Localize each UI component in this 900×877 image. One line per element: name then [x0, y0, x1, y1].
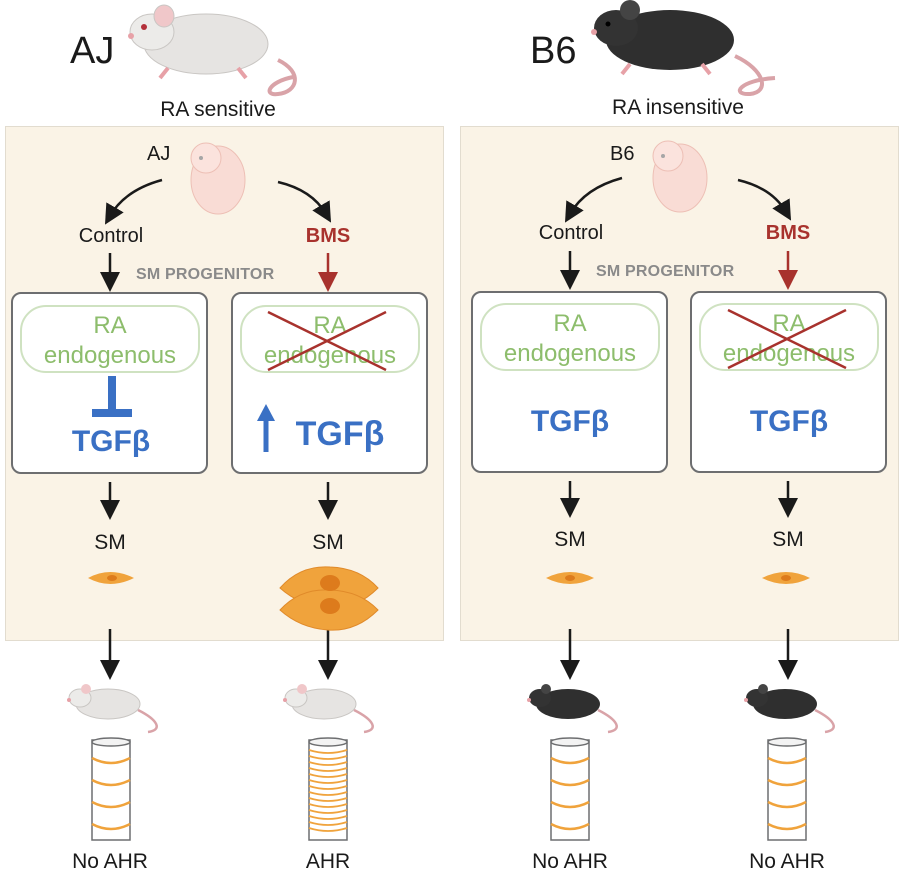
- aj-embryo-label: AJ: [147, 143, 171, 165]
- endogenous-label: endogenous: [43, 342, 177, 369]
- airway-normal-icon: [91, 737, 131, 841]
- aj-progenitor-label: SM PROGENITOR: [136, 266, 275, 283]
- aj-outcome-bms: AHR: [305, 850, 351, 873]
- ra-label: RA: [553, 310, 587, 337]
- aj-control-tgf-label: TGFβ: [71, 425, 151, 458]
- white-mouse-icon: [128, 4, 297, 97]
- airway-normal-icon: [767, 737, 807, 841]
- b6-subtitle: RA insensitive: [612, 96, 744, 119]
- aj-sm-control-label: SM: [94, 531, 126, 554]
- airway-normal-icon: [550, 737, 590, 841]
- sm-cell-icon: [762, 572, 810, 584]
- sm-cell-hyperplasia-icon: [279, 566, 379, 631]
- b6-control-tgf-label: TGFβ: [530, 405, 610, 438]
- b6-embryo-label: B6: [610, 143, 635, 165]
- black-mouse-icon: [591, 0, 776, 97]
- up-arrow-icon: [257, 404, 275, 421]
- black-mouse-icon: [744, 684, 835, 734]
- aj-bms-ra-pill: RA endogenous: [240, 305, 420, 373]
- sm-cell-icon: [546, 572, 594, 584]
- b6-control-ra-pill: RA endogenous: [480, 303, 660, 371]
- b6-control-label: Control: [538, 222, 604, 244]
- sm-cell-icon: [88, 572, 134, 584]
- b6-bms-label: BMS: [765, 222, 811, 244]
- aj-control-label: Control: [78, 225, 144, 247]
- b6-outcome-bms: No AHR: [749, 850, 825, 873]
- b6-sm-bms-label: SM: [772, 528, 804, 551]
- aj-bms-tgf-label: TGFβ: [295, 415, 385, 453]
- aj-outcome-control: No AHR: [72, 850, 148, 873]
- b6-sm-control-label: SM: [554, 528, 586, 551]
- black-mouse-icon: [527, 684, 618, 734]
- b6-bms-tgf-label: TGFβ: [749, 405, 829, 438]
- white-mouse-icon: [67, 684, 158, 734]
- aj-subtitle: RA sensitive: [160, 98, 276, 121]
- airway-hyperresponsive-icon: [308, 737, 348, 841]
- ra-label: RA: [93, 312, 127, 339]
- endogenous-label: endogenous: [503, 340, 637, 367]
- b6-progenitor-label: SM PROGENITOR: [596, 263, 735, 280]
- aj-control-ra-pill: RA endogenous: [20, 305, 200, 373]
- aj-bms-label: BMS: [305, 225, 351, 247]
- b6-outcome-control: No AHR: [532, 850, 608, 873]
- white-mouse-icon: [283, 684, 374, 734]
- b6-title: B6: [530, 30, 577, 72]
- aj-title: AJ: [70, 30, 115, 72]
- aj-sm-bms-label: SM: [312, 531, 344, 554]
